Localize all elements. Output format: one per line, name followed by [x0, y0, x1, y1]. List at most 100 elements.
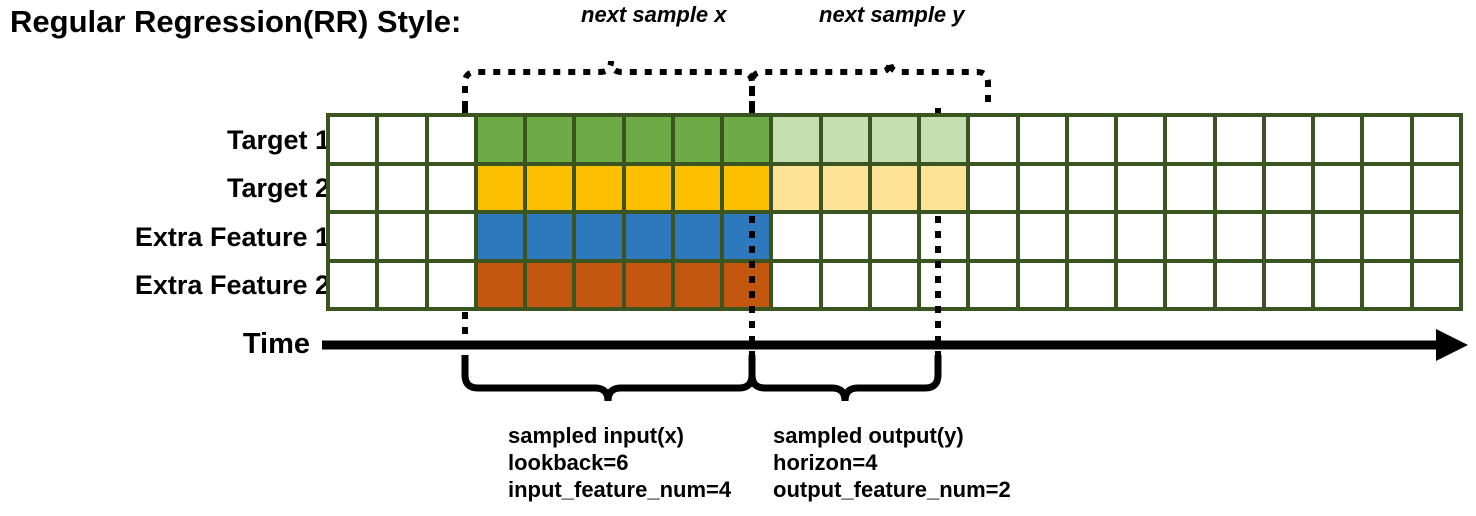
grid-cell — [1265, 165, 1312, 210]
grid-cell — [1019, 214, 1065, 259]
grid-cell — [477, 117, 524, 162]
grid-cell — [1167, 214, 1213, 259]
grid-cell — [330, 262, 376, 307]
grid-cell — [1413, 165, 1459, 210]
grid-cell — [428, 165, 474, 210]
brace-next-sample-x — [462, 60, 755, 108]
grid-cell — [1265, 117, 1312, 162]
caption-output-feature-num: output_feature_num=2 — [773, 477, 1011, 502]
grid-cell — [1118, 117, 1164, 162]
grid-cell — [921, 117, 967, 162]
grid-cell — [773, 117, 819, 162]
grid-cell — [1118, 262, 1164, 307]
time-axis-label: Time — [242, 328, 310, 360]
grid-cell — [970, 214, 1016, 259]
grid-cell — [921, 214, 967, 259]
grid-cell — [625, 262, 671, 307]
grid-cell — [527, 117, 573, 162]
grid-cell — [822, 165, 868, 210]
grid-cell — [871, 117, 918, 162]
grid-cell — [576, 165, 622, 210]
grid-cell — [871, 214, 918, 259]
row-label-target-1: Target 1 — [226, 125, 330, 155]
grid-cell — [773, 262, 819, 307]
grid-cell — [477, 214, 524, 259]
caption-sampled-output: sampled output(y) horizon=4 output_featu… — [773, 422, 1011, 503]
grid-cell — [921, 165, 967, 210]
grid-cell — [379, 262, 425, 307]
grid-cell — [871, 262, 918, 307]
caption-input-feature-num: input_feature_num=4 — [508, 477, 732, 502]
annotation-next-sample-y: next sample y — [819, 2, 965, 27]
grid-cell — [1364, 165, 1410, 210]
grid-cell — [379, 117, 425, 162]
grid-cell — [674, 165, 721, 210]
grid-cell — [1216, 214, 1262, 259]
grid-cell — [970, 165, 1016, 210]
grid-cell — [1118, 214, 1164, 259]
grid-cell — [1167, 165, 1213, 210]
grid-cell — [1265, 262, 1312, 307]
grid-cell — [330, 214, 376, 259]
caption-output-heading: sampled output(y) — [773, 423, 964, 448]
grid-cell — [1019, 165, 1065, 210]
grid-cell — [1265, 214, 1312, 259]
grid-cell — [477, 262, 524, 307]
grid-cell — [773, 214, 819, 259]
grid-cell — [379, 214, 425, 259]
time-axis-arrow — [322, 329, 1468, 361]
grid-cell — [625, 214, 671, 259]
grid-cell — [674, 262, 721, 307]
row-label-target-2: Target 2 — [226, 173, 330, 203]
grid-cell — [1364, 262, 1410, 307]
grid-cell — [822, 214, 868, 259]
grid-cell — [477, 165, 524, 210]
grid-cell — [1167, 262, 1213, 307]
grid-cell — [1068, 262, 1115, 307]
grid-cell — [724, 214, 770, 259]
grid-cell — [724, 117, 770, 162]
grid-cell — [330, 165, 376, 210]
row-label-extra-feature-2: Extra Feature 2 — [134, 270, 330, 300]
grid-cell — [1068, 214, 1115, 259]
grid-cell — [625, 117, 671, 162]
grid-cell — [1068, 117, 1115, 162]
grid-cell — [428, 117, 474, 162]
grid-cell — [674, 117, 721, 162]
grid-cell — [527, 262, 573, 307]
grid-cell — [970, 117, 1016, 162]
grid-cell — [1315, 214, 1361, 259]
grid-cell — [527, 214, 573, 259]
timeline-grid — [326, 113, 1463, 311]
grid-cell — [1364, 214, 1410, 259]
grid-cell — [674, 214, 721, 259]
grid-cell — [1315, 262, 1361, 307]
grid-cell — [921, 262, 967, 307]
grid-cell — [1216, 262, 1262, 307]
grid-cell — [724, 165, 770, 210]
page-title: Regular Regression(RR) Style: — [10, 4, 462, 39]
grid-cell — [1068, 165, 1115, 210]
grid-cell — [576, 214, 622, 259]
caption-output-horizon: horizon=4 — [773, 450, 878, 475]
grid-cell — [1019, 117, 1065, 162]
brace-sampled-output — [748, 355, 942, 402]
grid-cell — [428, 262, 474, 307]
grid-cell — [1315, 117, 1361, 162]
caption-sampled-input: sampled input(x) lookback=6 input_featur… — [508, 422, 731, 503]
grid-cell — [1118, 165, 1164, 210]
grid-cell — [1413, 117, 1459, 162]
grid-cell — [1019, 262, 1065, 307]
grid-cell — [576, 117, 622, 162]
grid-cell — [1167, 117, 1213, 162]
grid-cell — [330, 117, 376, 162]
grid-cell — [527, 165, 573, 210]
grid-cell — [1413, 262, 1459, 307]
row-label-extra-feature-1: Extra Feature 1 — [134, 222, 330, 252]
arrow-right-icon — [1436, 329, 1468, 361]
grid-cell — [1413, 214, 1459, 259]
grid-cell — [773, 165, 819, 210]
grid-cell — [576, 262, 622, 307]
grid-cell — [1315, 165, 1361, 210]
